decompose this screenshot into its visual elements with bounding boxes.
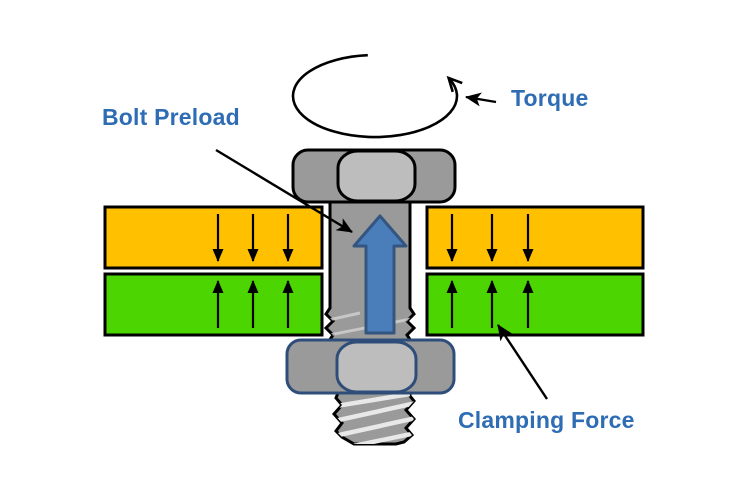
torque-rotation-arrow [291, 53, 457, 139]
top-plate-left [103, 205, 324, 270]
clamp-arrows-bottom-right [446, 280, 534, 328]
torque-pointer-arrow [465, 92, 497, 107]
bolt-head [291, 148, 457, 204]
bolt-preload-pointer-arrow [215, 148, 353, 234]
top-plate-right [425, 205, 645, 270]
nut [285, 338, 456, 395]
clamp-arrows-top-left [212, 214, 294, 262]
bottom-plate-left [103, 272, 324, 337]
bottom-plate-right [425, 272, 645, 337]
bolt-head-face [336, 149, 417, 203]
clamping-force-pointer-arrow [496, 324, 549, 400]
torque-label: Torque [511, 85, 589, 111]
bolt-preload-label: Bolt Preload [102, 104, 240, 130]
clamp-arrows-bottom-left [212, 280, 294, 328]
clamp-arrows-top-right [446, 214, 534, 262]
nut-face [335, 340, 418, 394]
clamping-force-label: Clamping Force [458, 407, 635, 433]
preload-arrow [352, 214, 408, 335]
thread-highlights [334, 393, 414, 444]
